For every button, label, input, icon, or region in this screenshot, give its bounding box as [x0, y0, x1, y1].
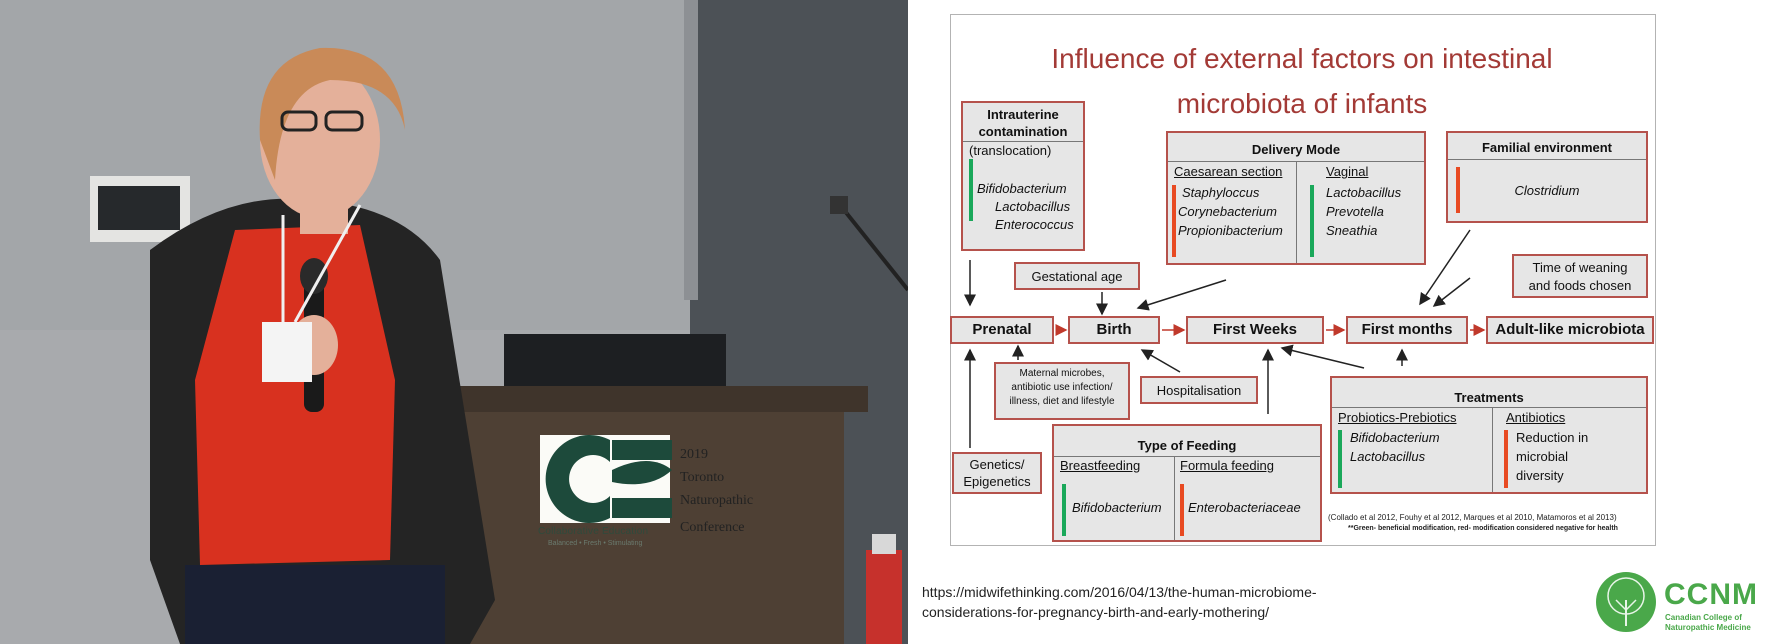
stage-first-weeks: First Weeks	[1186, 316, 1324, 344]
intrauterine-box: Intrauterine contamination (translocatio…	[961, 101, 1085, 251]
antibiotics-item: Reduction in	[1516, 430, 1589, 445]
familial-divider	[1448, 159, 1646, 160]
caesarean-item: Corynebacterium	[1178, 204, 1277, 219]
vaginal-item: Prevotella	[1326, 204, 1384, 219]
stage-first-months: First months	[1346, 316, 1468, 344]
ccnm-full-line1: Canadian College of	[1665, 613, 1742, 622]
vaginal-label: Vaginal	[1326, 164, 1369, 179]
maternal-line: illness, diet and lifestyle	[1009, 396, 1115, 407]
formula-item: Enterobacteriaceae	[1188, 500, 1301, 515]
ce-logo-caption: Collaborative Education	[538, 526, 649, 537]
weaning-line2: and foods chosen	[1528, 278, 1632, 293]
antibiotics-label: Antibiotics	[1506, 410, 1566, 425]
familial-environment-box: Familial environment Clostridium	[1446, 131, 1648, 223]
weaning-line1: Time of weaning	[1532, 260, 1628, 275]
delivery-title: Delivery Mode	[1251, 142, 1341, 157]
conference-city: Toronto	[680, 470, 725, 485]
breastfeeding-label: Breastfeeding	[1060, 458, 1141, 473]
stage-scene	[90, 0, 908, 644]
gestational-label: Gestational age	[1031, 269, 1123, 284]
source-url-line1[interactable]: https://midwifethinking.com/2016/04/13/t…	[922, 584, 1317, 600]
formula-red-arrow-icon	[1180, 484, 1184, 536]
intrauterine-title-1: Intrauterine	[987, 107, 1059, 122]
vaginal-item: Lactobacillus	[1326, 185, 1402, 200]
intrauterine-sub: (translocation)	[969, 143, 1052, 158]
genetics-box: Genetics/ Epigenetics	[952, 452, 1042, 494]
treatments-box: Treatments Probiotics-Prebiotics Bifidob…	[1330, 376, 1648, 494]
conference-type: Conference	[680, 520, 745, 535]
maternal-line: Maternal microbes,	[1019, 368, 1105, 379]
delivery-column-divider	[1296, 161, 1297, 263]
vaginal-green-arrow-icon	[1310, 185, 1314, 257]
caesarean-red-arrow-icon	[1172, 185, 1176, 257]
treatments-divider	[1332, 407, 1646, 408]
feeding-divider	[1054, 456, 1320, 457]
intrauterine-item: Bifidobacterium	[977, 181, 1067, 196]
genetics-line2: Epigenetics	[963, 474, 1031, 489]
antibiotics-item: microbial	[1516, 449, 1569, 464]
intrauterine-divider	[963, 141, 1083, 142]
diagram-arrows	[964, 229, 1486, 448]
feeding-column-divider	[1174, 456, 1175, 540]
familial-red-arrow-icon	[1456, 167, 1460, 213]
caesarean-item: Staphyloccus	[1182, 185, 1260, 200]
ce-logo-tagline: Balanced • Fresh • Stimulating	[548, 540, 643, 547]
breastfeeding-item: Bifidobacterium	[1072, 500, 1162, 515]
stage-birth: Birth	[1068, 316, 1160, 344]
probiotics-item: Bifidobacterium	[1350, 430, 1440, 445]
gestational-age-box: Gestational age	[1014, 262, 1140, 290]
formula-label: Formula feeding	[1180, 458, 1274, 473]
weaning-box: Time of weaning and foods chosen	[1512, 254, 1648, 298]
familial-item: Clostridium	[1514, 183, 1580, 198]
slide-title-line2: microbiota of infants	[1176, 88, 1428, 119]
vaginal-item: Sneathia	[1326, 223, 1378, 238]
caesarean-item: Propionibacterium	[1178, 223, 1283, 238]
stage-prenatal: Prenatal	[950, 316, 1054, 344]
legend-note: **Green- beneficial modification, red- m…	[1348, 525, 1618, 532]
treatments-column-divider	[1492, 407, 1493, 492]
familial-title: Familial environment	[1481, 140, 1613, 155]
intrauterine-title-2: contamination	[978, 124, 1068, 139]
antibiotics-item: diversity	[1516, 468, 1564, 483]
hospitalisation-label: Hospitalisation	[1156, 383, 1242, 398]
intrauterine-green-arrow-icon	[969, 159, 973, 221]
ccnm-tree-logo-icon	[1596, 572, 1656, 632]
breastfeeding-green-arrow-icon	[1062, 484, 1066, 536]
citation: (Collado et al 2012, Fouhy et al 2012, M…	[1328, 513, 1617, 522]
conference-year: 2019	[680, 447, 708, 462]
probiotics-green-arrow-icon	[1338, 430, 1342, 488]
feeding-title: Type of Feeding	[1137, 438, 1237, 453]
conference-event: Naturopathic	[680, 493, 754, 508]
stage-adult-like: Adult-like microbiota	[1486, 316, 1654, 344]
ccnm-acronym: CCNM	[1664, 578, 1758, 611]
antibiotics-red-arrow-icon	[1504, 430, 1508, 488]
type-of-feeding-box: Type of Feeding Breastfeeding Bifidobact…	[1052, 424, 1322, 542]
slide-title-line1: Influence of external factors on intesti…	[1051, 43, 1553, 74]
presenter-video: 2019 Toronto Naturopathic Conference Col…	[0, 0, 908, 644]
hospitalisation-box: Hospitalisation	[1140, 376, 1258, 404]
delivery-mode-box: Delivery Mode Caesarean section Staphylo…	[1166, 131, 1426, 265]
source-url-line2[interactable]: considerations-for-pregnancy-birth-and-e…	[922, 604, 1270, 620]
ccnm-full-line2: Naturopathic Medicine	[1665, 623, 1751, 632]
caesarean-label: Caesarean section	[1174, 164, 1283, 179]
genetics-line1: Genetics/	[969, 457, 1025, 472]
presentation-slide: Influence of external factors on intesti…	[908, 0, 1777, 644]
maternal-line: antibiotic use infection/	[1011, 382, 1113, 393]
treatments-title: Treatments	[1454, 390, 1524, 405]
probiotics-label: Probiotics-Prebiotics	[1338, 410, 1457, 425]
probiotics-item: Lactobacillus	[1350, 449, 1426, 464]
maternal-factors-box: Maternal microbes, antibiotic use infect…	[994, 362, 1130, 420]
intrauterine-item: Lactobacillus	[995, 199, 1071, 214]
intrauterine-item: Enterococcus	[995, 217, 1074, 232]
